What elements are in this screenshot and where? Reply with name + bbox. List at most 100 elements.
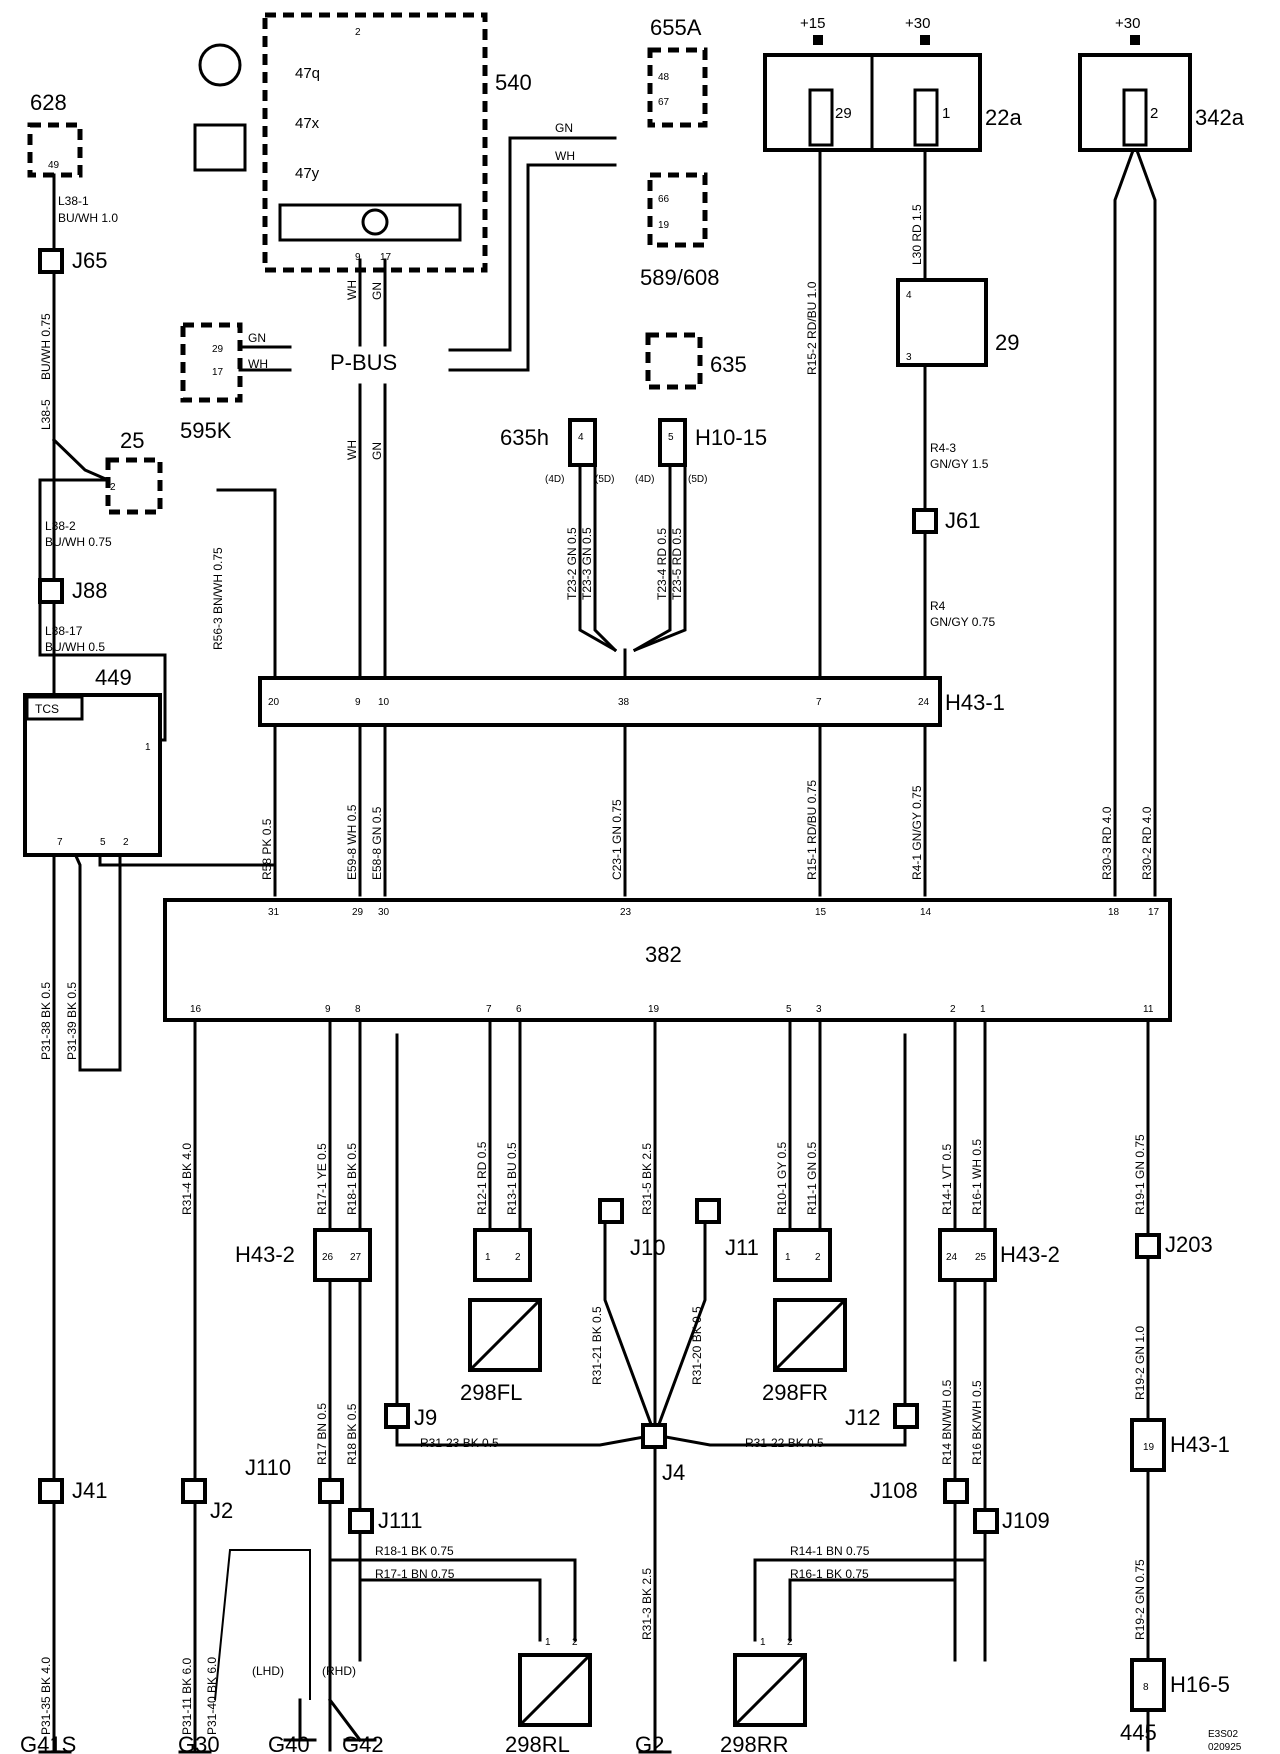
connector-H43-1-bottom (1130, 1418, 1166, 1472)
label-J65: J65 (72, 248, 107, 273)
label-J111: J111 (378, 1508, 422, 1533)
svg-text:48: 48 (658, 72, 670, 83)
connector-H43-2-right (938, 1228, 997, 1282)
label-J12: J12 (845, 1405, 880, 1430)
connector-589-608 (647, 172, 708, 248)
svg-text:GN/GY 0.75: GN/GY 0.75 (930, 615, 995, 629)
label-382: 382 (645, 942, 682, 967)
svg-text:R31-3 BK 2.5: R31-3 BK 2.5 (640, 1568, 654, 1640)
svg-text:R17-1 YE 0.5: R17-1 YE 0.5 (315, 1143, 329, 1215)
svg-text:R31-4 BK 4.0: R31-4 BK 4.0 (180, 1143, 194, 1215)
svg-text:2: 2 (572, 1637, 578, 1648)
svg-text:R16 BK/WH 0.5: R16 BK/WH 0.5 (970, 1380, 984, 1465)
label-G41S: G41S (20, 1732, 76, 1754)
svg-text:9: 9 (325, 1004, 331, 1015)
svg-text:WH: WH (345, 440, 359, 460)
label-29: 29 (995, 330, 1019, 355)
svg-text:29: 29 (352, 907, 364, 918)
svg-text:2: 2 (787, 1637, 793, 1648)
label-25: 25 (120, 428, 144, 453)
svg-text:30: 30 (378, 907, 390, 918)
svg-text:R58 PK 0.5: R58 PK 0.5 (260, 818, 274, 880)
svg-text:1: 1 (980, 1004, 986, 1015)
svg-text:WH: WH (248, 357, 268, 371)
label-LHD: (LHD) (252, 1664, 284, 1678)
svg-text:16: 16 (190, 1004, 202, 1015)
svg-text:C23-1 GN 0.75: C23-1 GN 0.75 (610, 799, 624, 880)
svg-text:BU/WH 1.0: BU/WH 1.0 (58, 211, 118, 225)
svg-text:26: 26 (322, 1252, 334, 1263)
label-plus15: +15 (800, 15, 825, 32)
svg-text:R30-3 RD 4.0: R30-3 RD 4.0 (1100, 806, 1114, 880)
fuse-1: 1 (942, 105, 950, 122)
svg-text:2: 2 (123, 837, 129, 848)
label-J2: J2 (210, 1498, 233, 1523)
svg-text:BU/WH 0.75: BU/WH 0.75 (39, 313, 53, 380)
tcs-off-icon (193, 123, 247, 172)
svg-text:R18-1 BK 0.5: R18-1 BK 0.5 (345, 1143, 359, 1215)
svg-text:6: 6 (516, 1004, 522, 1015)
svg-text:4: 4 (906, 290, 912, 301)
svg-text:L38-1: L38-1 (58, 194, 89, 208)
svg-text:24: 24 (946, 1252, 958, 1263)
svg-text:R13-1 BU 0.5: R13-1 BU 0.5 (505, 1142, 519, 1215)
svg-text:19: 19 (1143, 1442, 1155, 1453)
fuse-29: 29 (835, 105, 852, 122)
svg-text:11: 11 (1143, 1004, 1154, 1015)
svg-text:3: 3 (906, 352, 912, 363)
svg-text:R16-1 WH 0.5: R16-1 WH 0.5 (970, 1139, 984, 1215)
label-342a: 342a (1195, 105, 1245, 130)
svg-text:R15-1 RD/BU 0.75: R15-1 RD/BU 0.75 (805, 780, 819, 880)
svg-text:P31-11 BK 6.0: P31-11 BK 6.0 (180, 1658, 194, 1735)
label-J10: J10 (630, 1235, 665, 1260)
label-298FL: 298FL (460, 1380, 522, 1405)
label-445: 445 (1120, 1720, 1157, 1745)
svg-text:5: 5 (668, 432, 674, 443)
control-module-382 (163, 898, 1172, 1022)
label-J4: J4 (662, 1460, 685, 1485)
svg-text:P31-39 BK 0.5: P31-39 BK 0.5 (65, 982, 79, 1060)
svg-text:7: 7 (57, 837, 63, 848)
connector-635h (568, 418, 597, 467)
svg-text:P31-38 BK 0.5: P31-38 BK 0.5 (39, 982, 53, 1060)
label-H43-1: H43-1 (945, 690, 1005, 715)
svg-text:2: 2 (110, 482, 116, 493)
svg-text:24: 24 (918, 697, 930, 708)
label-298RL: 298RL (505, 1732, 570, 1754)
svg-text:2: 2 (815, 1252, 821, 1263)
svg-text:E58-8 GN 0.5: E58-8 GN 0.5 (370, 806, 384, 880)
fuse-box-342a (1078, 53, 1192, 152)
svg-text:19: 19 (658, 220, 670, 231)
label-589-608: 589/608 (640, 265, 720, 290)
connector-H16-5 (1130, 1658, 1166, 1712)
svg-text:R31-23 BK 0.5: R31-23 BK 0.5 (420, 1436, 499, 1450)
svg-text:R14 BN/WH 0.5: R14 BN/WH 0.5 (940, 1379, 954, 1465)
svg-text:R17 BN 0.5: R17 BN 0.5 (315, 1403, 329, 1465)
svg-text:19: 19 (648, 1004, 660, 1015)
svg-text:1: 1 (785, 1252, 791, 1263)
svg-text:T23-4 RD 0.5: T23-4 RD 0.5 (655, 528, 669, 600)
label-plus30-a: +30 (905, 15, 930, 32)
svg-text:49: 49 (48, 160, 60, 171)
svg-text:P31-35 BK 4.0: P31-35 BK 4.0 (39, 1657, 53, 1735)
svg-text:R4: R4 (930, 599, 946, 613)
connector-635 (645, 332, 703, 390)
svg-text:R19-2 GN 1.0: R19-2 GN 1.0 (1133, 1326, 1147, 1400)
svg-text:25: 25 (975, 1252, 987, 1263)
svg-text:R10-1 GY 0.5: R10-1 GY 0.5 (775, 1142, 789, 1215)
svg-text:R17-1 BN 0.75: R17-1 BN 0.75 (375, 1567, 455, 1581)
svg-text:WH: WH (345, 280, 359, 300)
svg-text:BU/WH 0.75: BU/WH 0.75 (45, 535, 112, 549)
svg-text:R15-2 RD/BU 1.0: R15-2 RD/BU 1.0 (805, 281, 819, 375)
svg-text:L38-5: L38-5 (39, 399, 53, 430)
svg-text:9: 9 (355, 252, 361, 263)
svg-text:2: 2 (355, 27, 361, 38)
svg-text:R56-3 BN/WH 0.75: R56-3 BN/WH 0.75 (211, 547, 225, 650)
svg-text:8: 8 (355, 1004, 361, 1015)
svg-text:P31-40 BK 6.0: P31-40 BK 6.0 (205, 1657, 219, 1735)
label-298FR: 298FR (762, 1380, 828, 1405)
label-47q: 47q (295, 65, 320, 82)
svg-text:GN: GN (370, 282, 384, 300)
label-H43-2-right: H43-2 (1000, 1242, 1060, 1267)
